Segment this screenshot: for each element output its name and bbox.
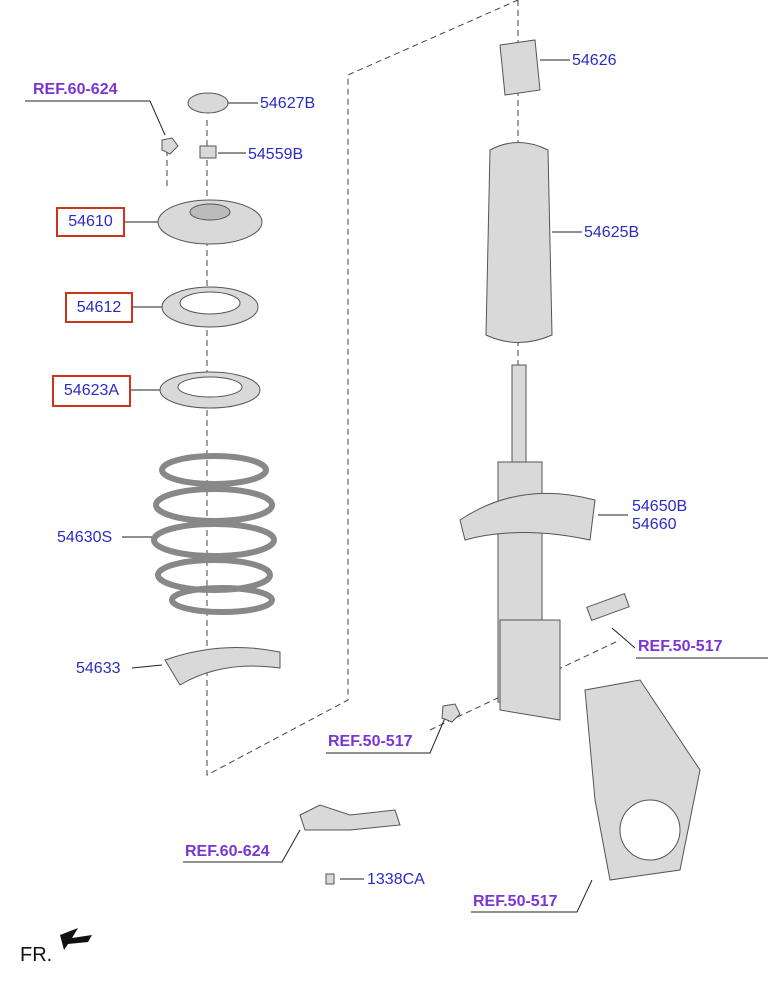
part-54610-label[interactable]: 54610 [56, 207, 125, 237]
part-1338CA-label[interactable]: 1338CA [367, 871, 425, 888]
part-54623A-label[interactable]: 54623A [52, 375, 131, 407]
ref-50-517-right-label[interactable]: REF.50-517 [638, 638, 723, 655]
assembly-boundary-line [206, 0, 519, 776]
dust-boot-54625B [485, 142, 553, 343]
spring-seat-54650B [459, 492, 596, 541]
part-54612-label[interactable]: 54612 [65, 292, 133, 323]
part-54625B-label[interactable]: 54625B [584, 224, 640, 241]
clip-1338CA [325, 873, 335, 885]
nut-54559B [199, 145, 217, 159]
part-54660-label[interactable]: 54660 [632, 516, 677, 533]
part-54630S-label[interactable]: 54630S [57, 529, 113, 546]
coil-spring-54630S [151, 453, 277, 615]
ref-60-624-bottom-label[interactable]: REF.60-624 [185, 843, 270, 860]
part-54559B-label[interactable]: 54559B [248, 146, 304, 163]
bolt [586, 592, 630, 622]
dust-cap-54627B [187, 92, 229, 114]
bump-stop-54626 [499, 39, 541, 96]
ref-60-624-label[interactable]: REF.60-624 [33, 81, 118, 98]
part-54626-label[interactable]: 54626 [572, 52, 617, 69]
lower-pad-54633 [164, 647, 281, 686]
part-54627B-label[interactable]: 54627B [260, 95, 316, 112]
front-direction-label: FR. [20, 944, 53, 966]
front-arrow-icon [60, 928, 92, 950]
insulator-54610 [157, 199, 263, 245]
part-shapes [151, 39, 701, 885]
ref-50-517-bottom-label[interactable]: REF.50-517 [473, 893, 558, 910]
part-54633-label[interactable]: 54633 [76, 660, 121, 677]
piston-rod [511, 364, 527, 466]
part-54650B-label[interactable]: 54650B [632, 498, 688, 515]
nut-icon [161, 137, 179, 155]
ref-50-517-mid-label[interactable]: REF.50-517 [328, 733, 413, 750]
bracket [299, 804, 401, 831]
nut [441, 703, 461, 723]
